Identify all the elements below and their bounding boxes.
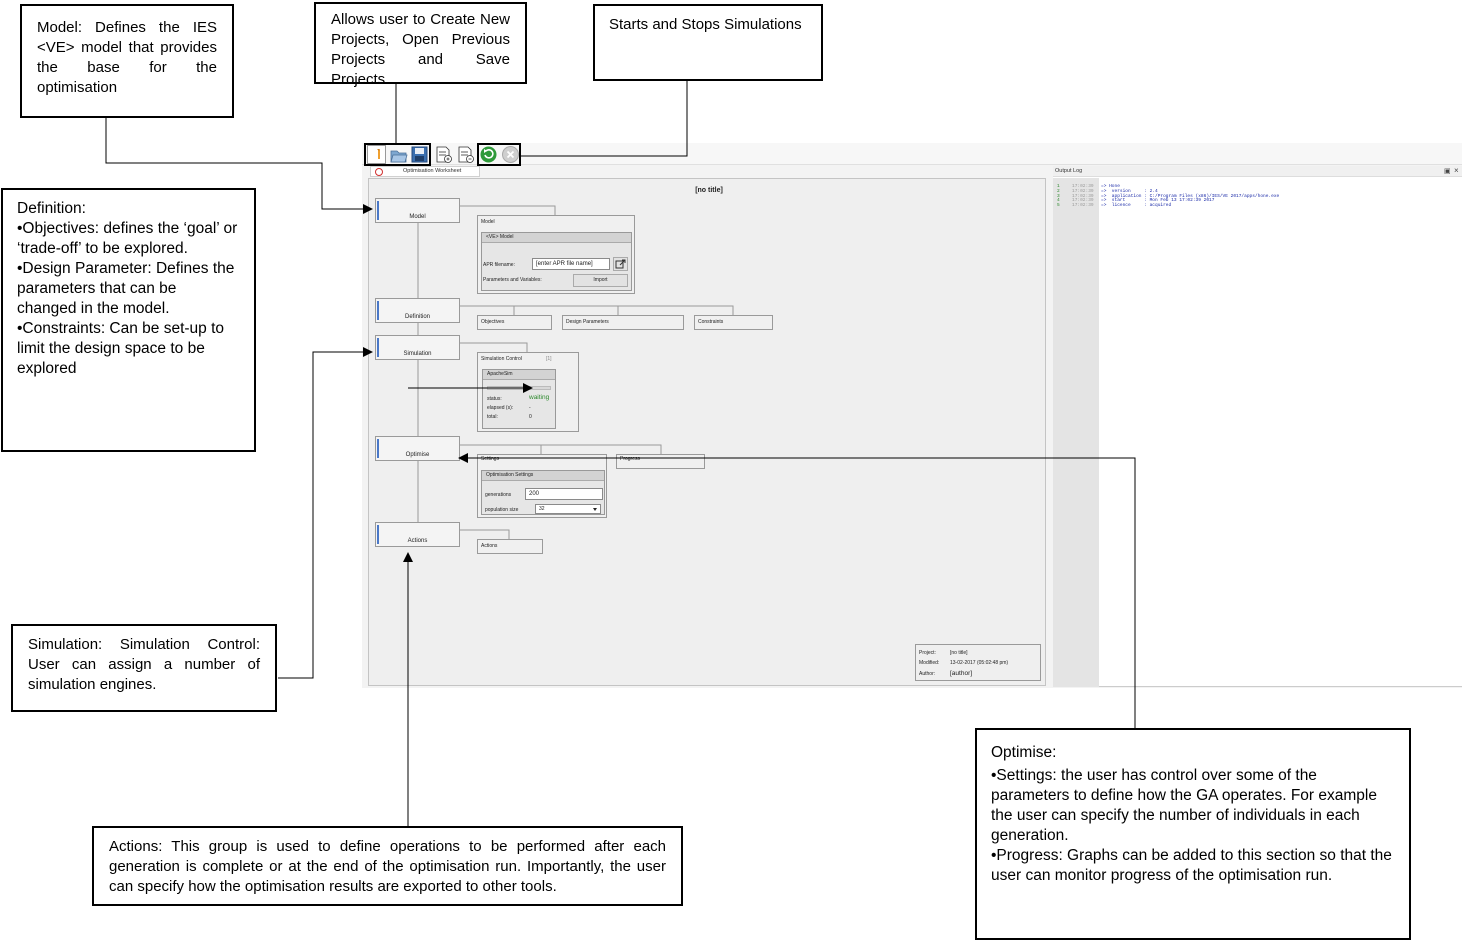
import-button[interactable]: Import — [573, 274, 628, 287]
group-optimise[interactable]: Optimise — [375, 436, 460, 461]
document-add-icon[interactable] — [434, 145, 453, 164]
ve-model-subpanel: <VE> Model APR filename: [enter APR file… — [481, 232, 632, 291]
callout-model: Model: Defines the IES <VE> model that p… — [20, 4, 234, 118]
log-line-text: => application : C:/Program Files (x86)/… — [1101, 193, 1280, 199]
group-model[interactable]: Model — [375, 198, 460, 223]
log-line-time: 17:02:39 — [1072, 188, 1094, 194]
group-actions[interactable]: Actions — [375, 522, 460, 547]
constraints-panel[interactable]: Constraints — [694, 315, 773, 330]
optimise-settings-panel[interactable]: Settings Optimisation Settings generatio… — [477, 454, 607, 518]
generations-input[interactable]: 200 — [525, 488, 603, 500]
log-line-time: 17:02:39 — [1072, 198, 1094, 204]
callout-toolbar: Allows user to Create New Projects, Open… — [314, 2, 527, 88]
modified-date: 13-02-2017 (05:02:48 pm) — [950, 660, 1009, 666]
project-name: [no title] — [950, 650, 968, 656]
log-line-text: => licence : acquired — [1101, 203, 1172, 209]
apachesim-subpanel: ApacheSim status: waiting elapsed (s): -… — [482, 369, 556, 429]
save-project-icon[interactable] — [410, 145, 429, 164]
group-simulation[interactable]: Simulation — [375, 335, 460, 360]
parameters-variables-label: Parameters and Variables: — [483, 277, 542, 283]
external-link-icon — [615, 259, 626, 269]
apr-filename-label: APR filename: — [483, 262, 515, 268]
author-name: [author] — [950, 670, 973, 677]
simulation-status: waiting — [529, 394, 550, 401]
project-info-box: Project: [no title] Modified: 13-02-2017… — [915, 644, 1041, 681]
close-icon[interactable]: × — [1454, 166, 1459, 175]
objectives-panel[interactable]: Objectives — [477, 315, 552, 330]
log-gutter — [1053, 178, 1099, 687]
optimise-progress-panel[interactable]: Progress — [616, 454, 705, 469]
apr-filename-input[interactable]: [enter APR file name] — [532, 258, 610, 270]
start-simulation-icon[interactable] — [479, 145, 498, 164]
worksheet-title: [no title] — [695, 187, 723, 194]
callout-simulation: Simulation: Simulation Control: User can… — [11, 624, 277, 712]
output-log-pane: Output Log ▣ × 1 17:02:39 => Hone 2 17:02:39… — [1053, 166, 1462, 687]
simulation-progress-bar — [487, 386, 551, 390]
tree-connectors — [417, 205, 734, 539]
log-line-number: 1 — [1057, 184, 1060, 189]
log-line-time: 17:02:39 — [1072, 193, 1094, 199]
new-project-icon[interactable] — [367, 145, 386, 164]
log-line-time: 17:02:39 — [1072, 184, 1094, 189]
close-tab-icon[interactable] — [375, 168, 383, 176]
log-line-number: 3 — [1057, 193, 1060, 199]
callout-definition: Definition: •Objectives: defines the ‘go… — [1, 188, 256, 452]
group-definition[interactable]: Definition — [375, 298, 460, 323]
log-line-number: 4 — [1057, 198, 1060, 204]
output-log-header: Output Log ▣ × — [1053, 166, 1462, 177]
log-scroll-gutter-bottom — [1099, 686, 1462, 687]
output-log-title: Output Log — [1055, 168, 1083, 174]
log-line-text: => start : Mon Feb 13 17:02:39 2017 — [1101, 198, 1215, 204]
float-icon[interactable]: ▣ — [1444, 168, 1451, 175]
document-remove-icon[interactable] — [456, 145, 475, 164]
toolbar — [362, 143, 1462, 165]
stop-simulation-icon[interactable] — [501, 145, 520, 164]
worksheet-canvas: [no title] Model Definition Simulation O… — [368, 178, 1046, 686]
simulation-count: [1] — [546, 356, 552, 362]
design-parameters-panel[interactable]: Design Parameters — [562, 315, 684, 330]
worksheet-tab-label: Optimisation Worksheet — [403, 168, 462, 174]
actions-panel[interactable]: Actions — [477, 539, 543, 554]
model-panel[interactable]: Model <VE> Model APR filename: [enter AP… — [477, 215, 635, 294]
population-size-select[interactable]: 32 — [535, 504, 601, 514]
log-line-number: 2 — [1057, 188, 1060, 194]
log-line-time: 17:02:39 — [1072, 203, 1094, 209]
callout-actions: Actions: This group is used to define op… — [92, 826, 683, 906]
callout-optimise: Optimise: •Settings: the user has contro… — [975, 728, 1411, 940]
worksheet-tab[interactable]: Optimisation Worksheet — [370, 166, 480, 177]
chevron-down-icon — [593, 508, 597, 511]
open-project-icon[interactable] — [389, 145, 408, 164]
browse-file-button[interactable] — [613, 257, 628, 271]
optimisation-settings-subpanel: Optimisation Settings generations 200 po… — [481, 470, 605, 515]
simulation-control-panel[interactable]: Simulation Control [1] ApacheSim status:… — [477, 352, 579, 432]
callout-start-stop: Starts and Stops Simulations — [593, 4, 823, 81]
log-line-text: => version : 2.4 — [1101, 188, 1158, 194]
log-line-text: => Hone — [1101, 184, 1120, 189]
log-line-number: 5 — [1057, 203, 1060, 209]
